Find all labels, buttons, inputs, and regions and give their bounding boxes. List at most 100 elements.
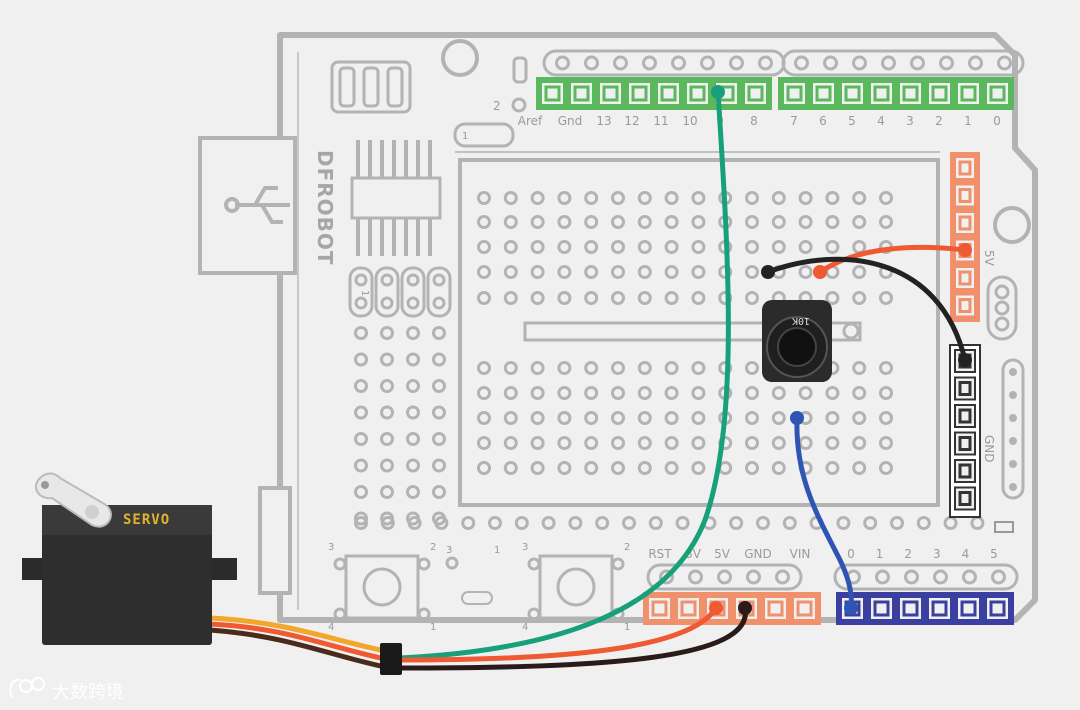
breadboard-hole — [825, 436, 840, 450]
usb-icon — [224, 186, 290, 224]
breadboard-hole — [584, 386, 599, 400]
breadboard-hole — [477, 386, 491, 400]
header-socket-inner — [873, 600, 890, 617]
breadboard-hole — [568, 516, 583, 530]
header-socket — [954, 183, 976, 208]
breadboard-hole — [584, 436, 599, 450]
header-socket-inner — [902, 85, 919, 102]
breadboard-hole — [664, 436, 679, 450]
header-socket — [598, 81, 623, 106]
side-pill-dot — [1009, 460, 1017, 468]
wire-end — [813, 265, 827, 279]
header-socket-inner — [958, 408, 972, 424]
breadboard-hole — [637, 436, 652, 450]
header-socket — [954, 266, 976, 290]
breadboard-hole — [771, 436, 786, 450]
breadboard-hole — [745, 291, 759, 305]
pin-hole — [904, 569, 919, 585]
reset-switch — [453, 122, 515, 148]
breadboard-hole — [530, 215, 545, 229]
breadboard-hole — [879, 411, 893, 425]
wires — [209, 85, 972, 671]
header-pin — [406, 273, 420, 287]
pin-hole — [717, 569, 732, 585]
header-socket — [954, 486, 976, 511]
breadboard-hole — [852, 265, 867, 279]
side-pill-dot — [1009, 414, 1017, 422]
header-socket — [954, 459, 976, 483]
side-connector — [986, 275, 1018, 341]
breadboard-hole — [611, 291, 625, 305]
breadboard-hole — [584, 411, 599, 425]
pin-hole — [729, 55, 744, 71]
pin-hole — [997, 55, 1012, 71]
header-pin — [354, 296, 368, 310]
side-pill-dot — [1009, 391, 1017, 399]
breadboard-hole — [354, 458, 368, 473]
pin-hole — [939, 55, 954, 71]
analog-pin-label: 2 — [904, 547, 912, 561]
breadboard-hole — [879, 215, 893, 229]
breadboard-hole — [852, 386, 867, 400]
digital-pin-label: 8 — [750, 114, 758, 128]
header-socket — [743, 81, 768, 106]
header-socket — [927, 81, 952, 106]
breadboard-hole — [637, 265, 652, 279]
breadboard-hole — [477, 461, 491, 475]
side-pill-dot — [1009, 368, 1017, 376]
pin-hole — [968, 55, 983, 71]
breadboard-hole — [503, 461, 518, 475]
breadboard-hole — [771, 461, 786, 475]
header-socket-inner — [815, 85, 832, 102]
header-socket-inner — [544, 85, 561, 102]
analog-pin-label: 3 — [933, 547, 941, 561]
mid-component — [461, 591, 493, 605]
pin-hole — [671, 55, 686, 71]
breadboard-hole — [406, 352, 420, 367]
breadboard-hole — [691, 411, 706, 425]
breadboard-hole — [611, 436, 625, 450]
breadboard-hole — [354, 511, 368, 526]
breadboard-hole — [637, 191, 652, 205]
header-socket — [954, 431, 976, 456]
wire-end — [790, 411, 804, 425]
breadboard-hole — [354, 405, 368, 420]
breadboard-hole — [432, 432, 446, 446]
breadboard-hole — [637, 411, 652, 425]
watermark-logo-icon — [9, 677, 45, 699]
breadboard-hole — [557, 215, 572, 229]
side-pill-dot — [1009, 483, 1017, 491]
breadboard-hole — [798, 240, 813, 254]
breadboard-hole — [354, 485, 368, 499]
breadboard-hole — [503, 265, 518, 279]
breadboard-hole — [557, 361, 572, 375]
breadboard-hole — [691, 461, 706, 475]
breadboard-hole — [584, 291, 599, 305]
servo-cable-brown — [209, 627, 391, 671]
breadboard-hole — [852, 191, 867, 205]
digital-pin-label: 10 — [682, 114, 697, 128]
breadboard-hole — [664, 240, 679, 254]
analog-pin-label: 4 — [962, 547, 970, 561]
pin-hole — [775, 569, 790, 585]
header-socket — [898, 81, 923, 106]
breadboard-hole — [477, 191, 491, 205]
button-pin-label: 3 — [328, 542, 334, 553]
breadboard-hole — [637, 291, 652, 305]
header-socket — [869, 81, 894, 106]
header-socket — [956, 81, 981, 106]
breadboard-hole — [745, 386, 759, 400]
watermark-text: 大数跨境 — [52, 682, 124, 703]
breadboard-hole — [798, 436, 813, 450]
breadboard-hole — [380, 379, 394, 393]
power-pin-label: GND — [744, 547, 772, 561]
button-pin — [333, 607, 347, 621]
pin-strip — [833, 563, 1019, 591]
header-socket-inner — [844, 85, 861, 102]
button-pin — [527, 607, 541, 621]
header-socket — [763, 596, 788, 621]
header-socket-inner — [989, 85, 1006, 102]
breadboard-hole — [691, 215, 706, 229]
header-socket-inner — [958, 436, 972, 451]
